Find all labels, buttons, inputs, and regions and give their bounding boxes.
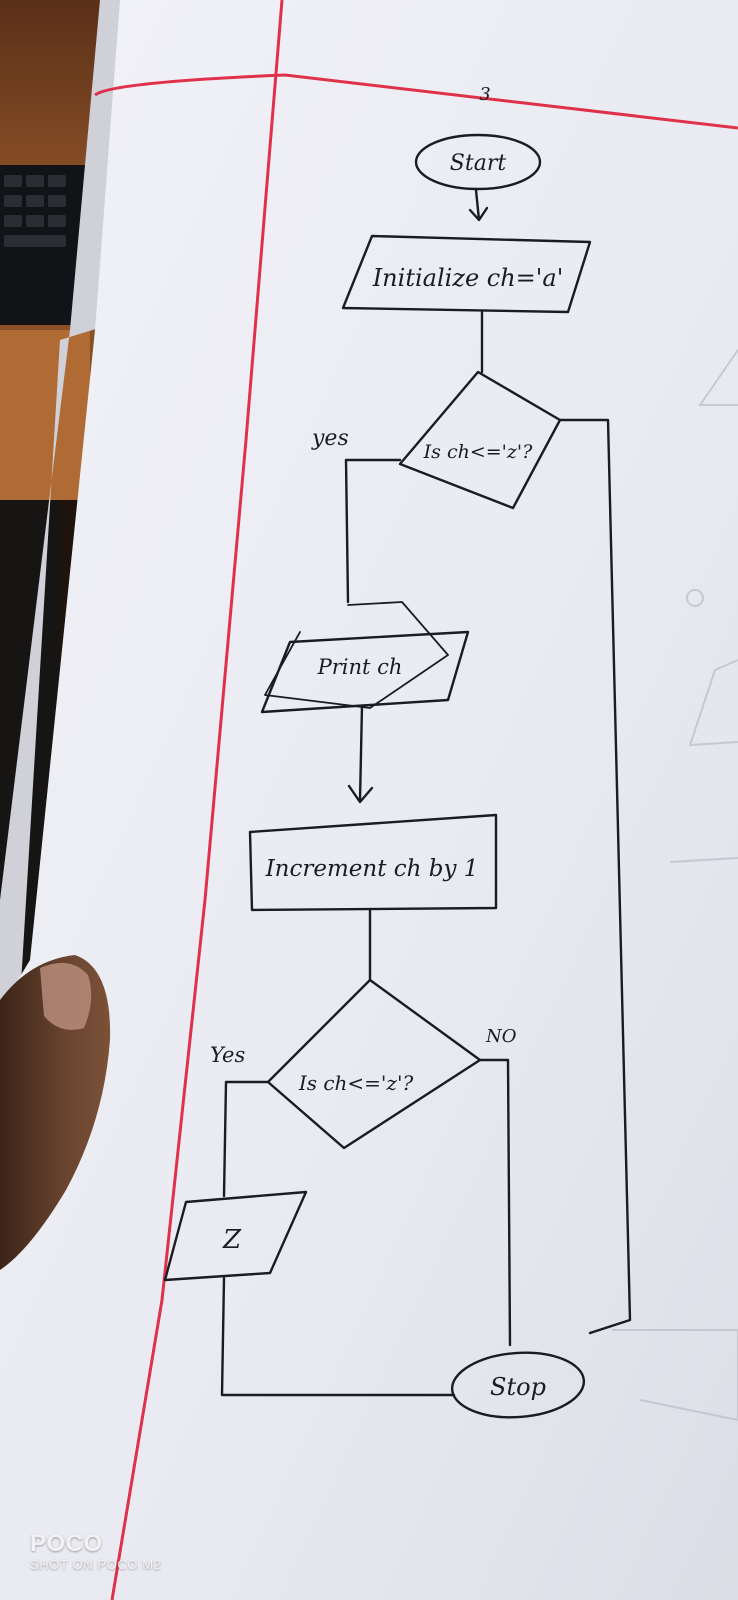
- decision-2-yes-line: [222, 1080, 270, 1198]
- arrow-print-increment: [347, 704, 374, 804]
- flowchart-labels: Start Initialize ch='a' Is ch<='z'? yes …: [210, 151, 563, 1401]
- stop-label: Stop: [490, 1373, 546, 1401]
- under-sheet: [0, 0, 130, 1020]
- print-label: Print ch: [317, 655, 403, 679]
- arrow-start-init: [468, 188, 489, 222]
- page-number: 3: [479, 84, 490, 105]
- decision-1-diamond: [398, 370, 562, 510]
- z-label: Z: [222, 1225, 242, 1255]
- increment-label: Increment ch by 1: [265, 856, 479, 882]
- flowchart: [163, 133, 632, 1419]
- start-label: Start: [450, 151, 507, 176]
- decision-1-yes-line: [344, 458, 402, 604]
- stop-terminal: [450, 1351, 586, 1419]
- decision-2-diamond: [266, 978, 482, 1150]
- print-box: [260, 630, 470, 714]
- increment-box: [248, 813, 498, 912]
- decision-1-label: Is ch<='z'?: [423, 441, 533, 463]
- decision-2-yes-label: Yes: [210, 1043, 245, 1067]
- watermark-brand: POCO: [30, 1530, 103, 1557]
- thumbnail: [40, 962, 92, 1030]
- decision-1-yes-label: yes: [311, 426, 349, 451]
- print-overdraw: [264, 601, 449, 709]
- margin-lines: [94, 0, 738, 1600]
- show-through-marks: [612, 349, 738, 1422]
- decision-2-no-line: [478, 1058, 512, 1347]
- watermark-subtitle: SHOT ON POCO M2: [30, 1557, 162, 1572]
- decision-2-no-label: NO: [485, 1026, 517, 1047]
- thumb: [0, 955, 111, 1270]
- camera-watermark: POCO SHOT ON POCO M2: [30, 1530, 162, 1573]
- init-box: [341, 234, 592, 314]
- start-terminal: [414, 133, 542, 191]
- decision-2-label: Is ch<='z'?: [298, 1071, 414, 1095]
- z-return-line: [220, 1276, 456, 1397]
- top-margin-line: [94, 73, 738, 130]
- z-box: [163, 1190, 308, 1282]
- decision-1-no-loop: [558, 418, 632, 1335]
- left-margin-line: [110, 0, 284, 1600]
- init-label: Initialize ch='a': [372, 264, 564, 292]
